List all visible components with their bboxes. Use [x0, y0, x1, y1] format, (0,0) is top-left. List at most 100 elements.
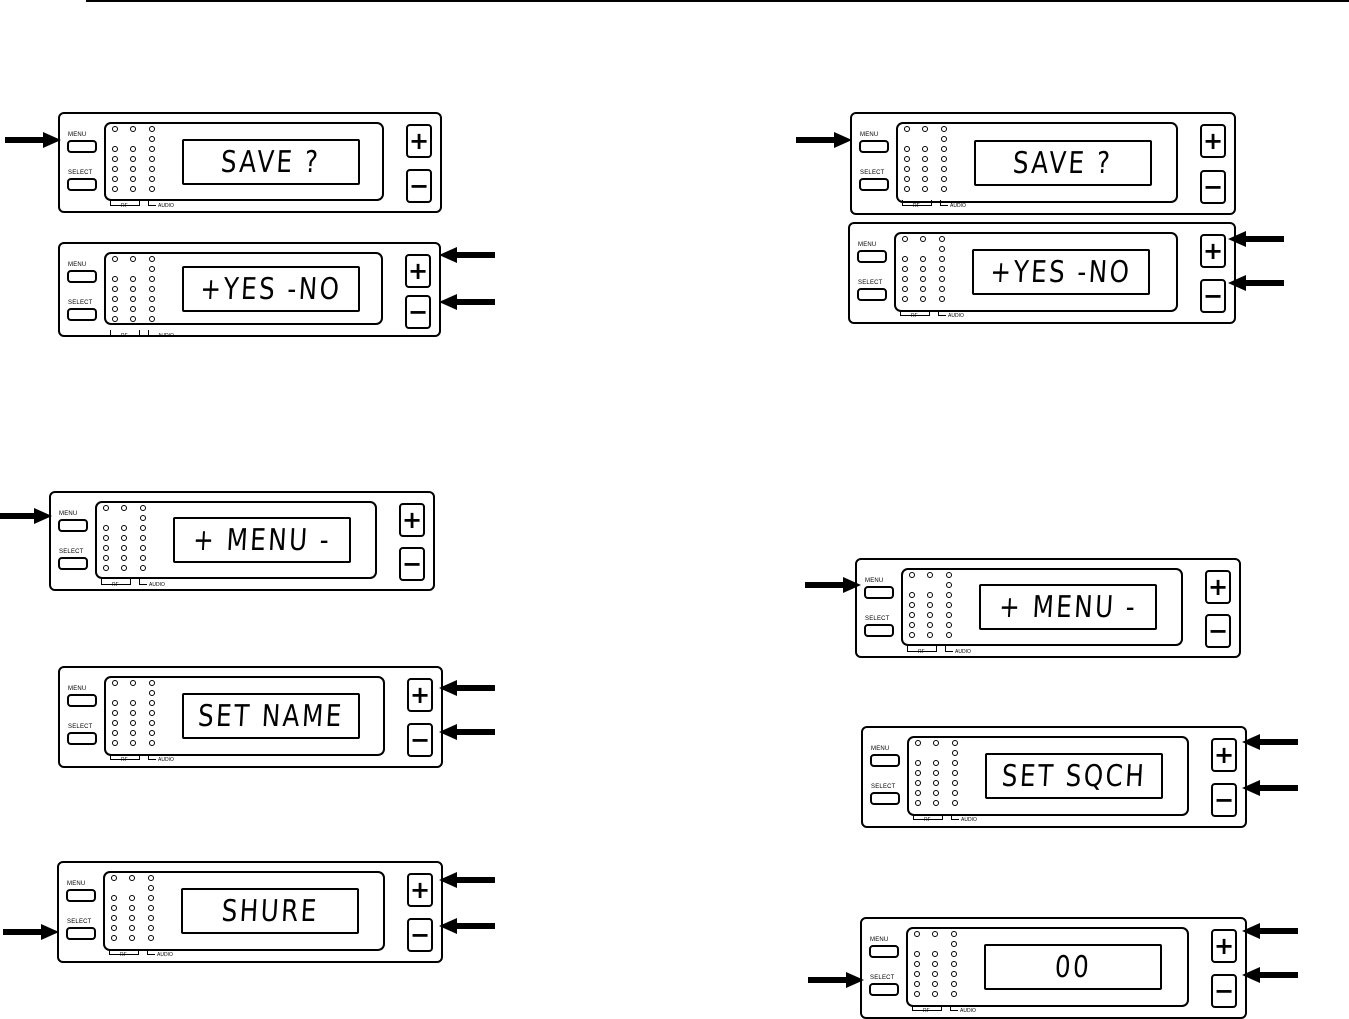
minus-button[interactable]: − [1211, 974, 1237, 1008]
minus-button[interactable]: − [407, 723, 433, 757]
select-button[interactable] [870, 792, 900, 805]
rf-label: RF [121, 203, 128, 209]
minus-button[interactable]: − [407, 918, 433, 952]
rf-led [112, 186, 118, 192]
plus-button[interactable]: + [406, 124, 432, 158]
menu-button[interactable] [67, 694, 97, 707]
audio-led [149, 296, 155, 302]
audio-bracket [147, 949, 155, 955]
select-label: SELECT [865, 616, 890, 622]
select-button[interactable] [58, 557, 88, 570]
display-bezel [896, 122, 1178, 203]
menu-button[interactable] [869, 945, 899, 958]
plus-icon: + [1207, 573, 1229, 601]
plus-button[interactable]: + [1200, 234, 1226, 268]
rf-label: RF [923, 1008, 930, 1014]
audio-led [941, 136, 947, 142]
minus-button[interactable]: − [406, 169, 432, 203]
audio-led [148, 925, 154, 931]
plus-button[interactable]: + [407, 873, 433, 907]
rf-led [103, 565, 109, 571]
menu-button[interactable] [58, 519, 88, 532]
audio-label: AUDIO [158, 757, 174, 763]
minus-button[interactable]: − [399, 547, 425, 581]
menu-button[interactable] [870, 754, 900, 767]
rf-bracket [110, 330, 140, 336]
minus-button[interactable]: − [1205, 614, 1231, 648]
minus-button[interactable]: − [1211, 783, 1237, 817]
audio-led [149, 740, 155, 746]
audio-led [941, 176, 947, 182]
plus-button[interactable]: + [1205, 570, 1231, 604]
arrow-icon [439, 918, 495, 934]
display-bezel [907, 736, 1189, 816]
rf-led [129, 875, 135, 881]
menu-label: MENU [860, 132, 879, 138]
menu-label: MENU [68, 132, 87, 138]
minus-icon: − [409, 921, 431, 949]
select-button[interactable] [67, 178, 97, 191]
plus-button[interactable]: + [1200, 124, 1226, 158]
audio-led [149, 730, 155, 736]
rf-led [112, 256, 118, 262]
rf-led [933, 790, 939, 796]
rf-led [112, 176, 118, 182]
audio-led [939, 286, 945, 292]
plus-button[interactable]: + [399, 503, 425, 537]
rf-led [922, 166, 928, 172]
menu-button[interactable] [66, 889, 96, 902]
rf-led [121, 565, 127, 571]
select-label: SELECT [858, 280, 883, 286]
rf-bracket [913, 814, 943, 820]
menu-label: MENU [59, 511, 78, 517]
minus-icon: − [1202, 173, 1224, 201]
plus-button[interactable]: + [405, 254, 431, 288]
lcd-text: + MENU - [998, 589, 1138, 625]
select-button[interactable] [864, 624, 894, 637]
plus-button[interactable]: + [407, 678, 433, 712]
plus-button[interactable]: + [1211, 929, 1237, 963]
minus-icon: − [1202, 282, 1224, 310]
lcd-display: SAVE ? [974, 140, 1152, 186]
rf-led [130, 186, 136, 192]
menu-label: MENU [67, 881, 86, 887]
select-button[interactable] [66, 927, 96, 940]
arrow-icon [3, 924, 59, 940]
audio-led [946, 622, 952, 628]
rf-led [112, 720, 118, 726]
audio-led [140, 505, 146, 511]
select-button[interactable] [869, 983, 899, 996]
menu-button[interactable] [67, 140, 97, 153]
minus-icon: − [1213, 786, 1235, 814]
rf-led [933, 760, 939, 766]
select-button[interactable] [859, 178, 889, 191]
audio-label: AUDIO [158, 333, 174, 339]
select-button[interactable] [67, 732, 97, 745]
select-button[interactable] [67, 308, 97, 321]
audio-label: AUDIO [961, 817, 977, 823]
menu-button[interactable] [864, 586, 894, 599]
menu-button[interactable] [859, 140, 889, 153]
audio-led [148, 935, 154, 941]
minus-icon: − [408, 172, 430, 200]
select-button[interactable] [857, 288, 887, 301]
minus-button[interactable]: − [1200, 279, 1226, 313]
rf-led [909, 612, 915, 618]
minus-button[interactable]: − [1200, 170, 1226, 204]
menu-button[interactable] [857, 250, 887, 263]
display-bezel [901, 568, 1183, 646]
audio-led [951, 961, 957, 967]
plus-button[interactable]: + [1211, 738, 1237, 772]
lcd-text: SET SQCH [1000, 758, 1148, 794]
rf-label: RF [911, 313, 918, 319]
rf-led [922, 156, 928, 162]
rf-led [914, 971, 920, 977]
minus-button[interactable]: − [405, 295, 431, 329]
arrow-icon [439, 724, 495, 740]
audio-led [149, 176, 155, 182]
menu-button[interactable] [67, 270, 97, 283]
minus-icon: − [1213, 977, 1235, 1005]
